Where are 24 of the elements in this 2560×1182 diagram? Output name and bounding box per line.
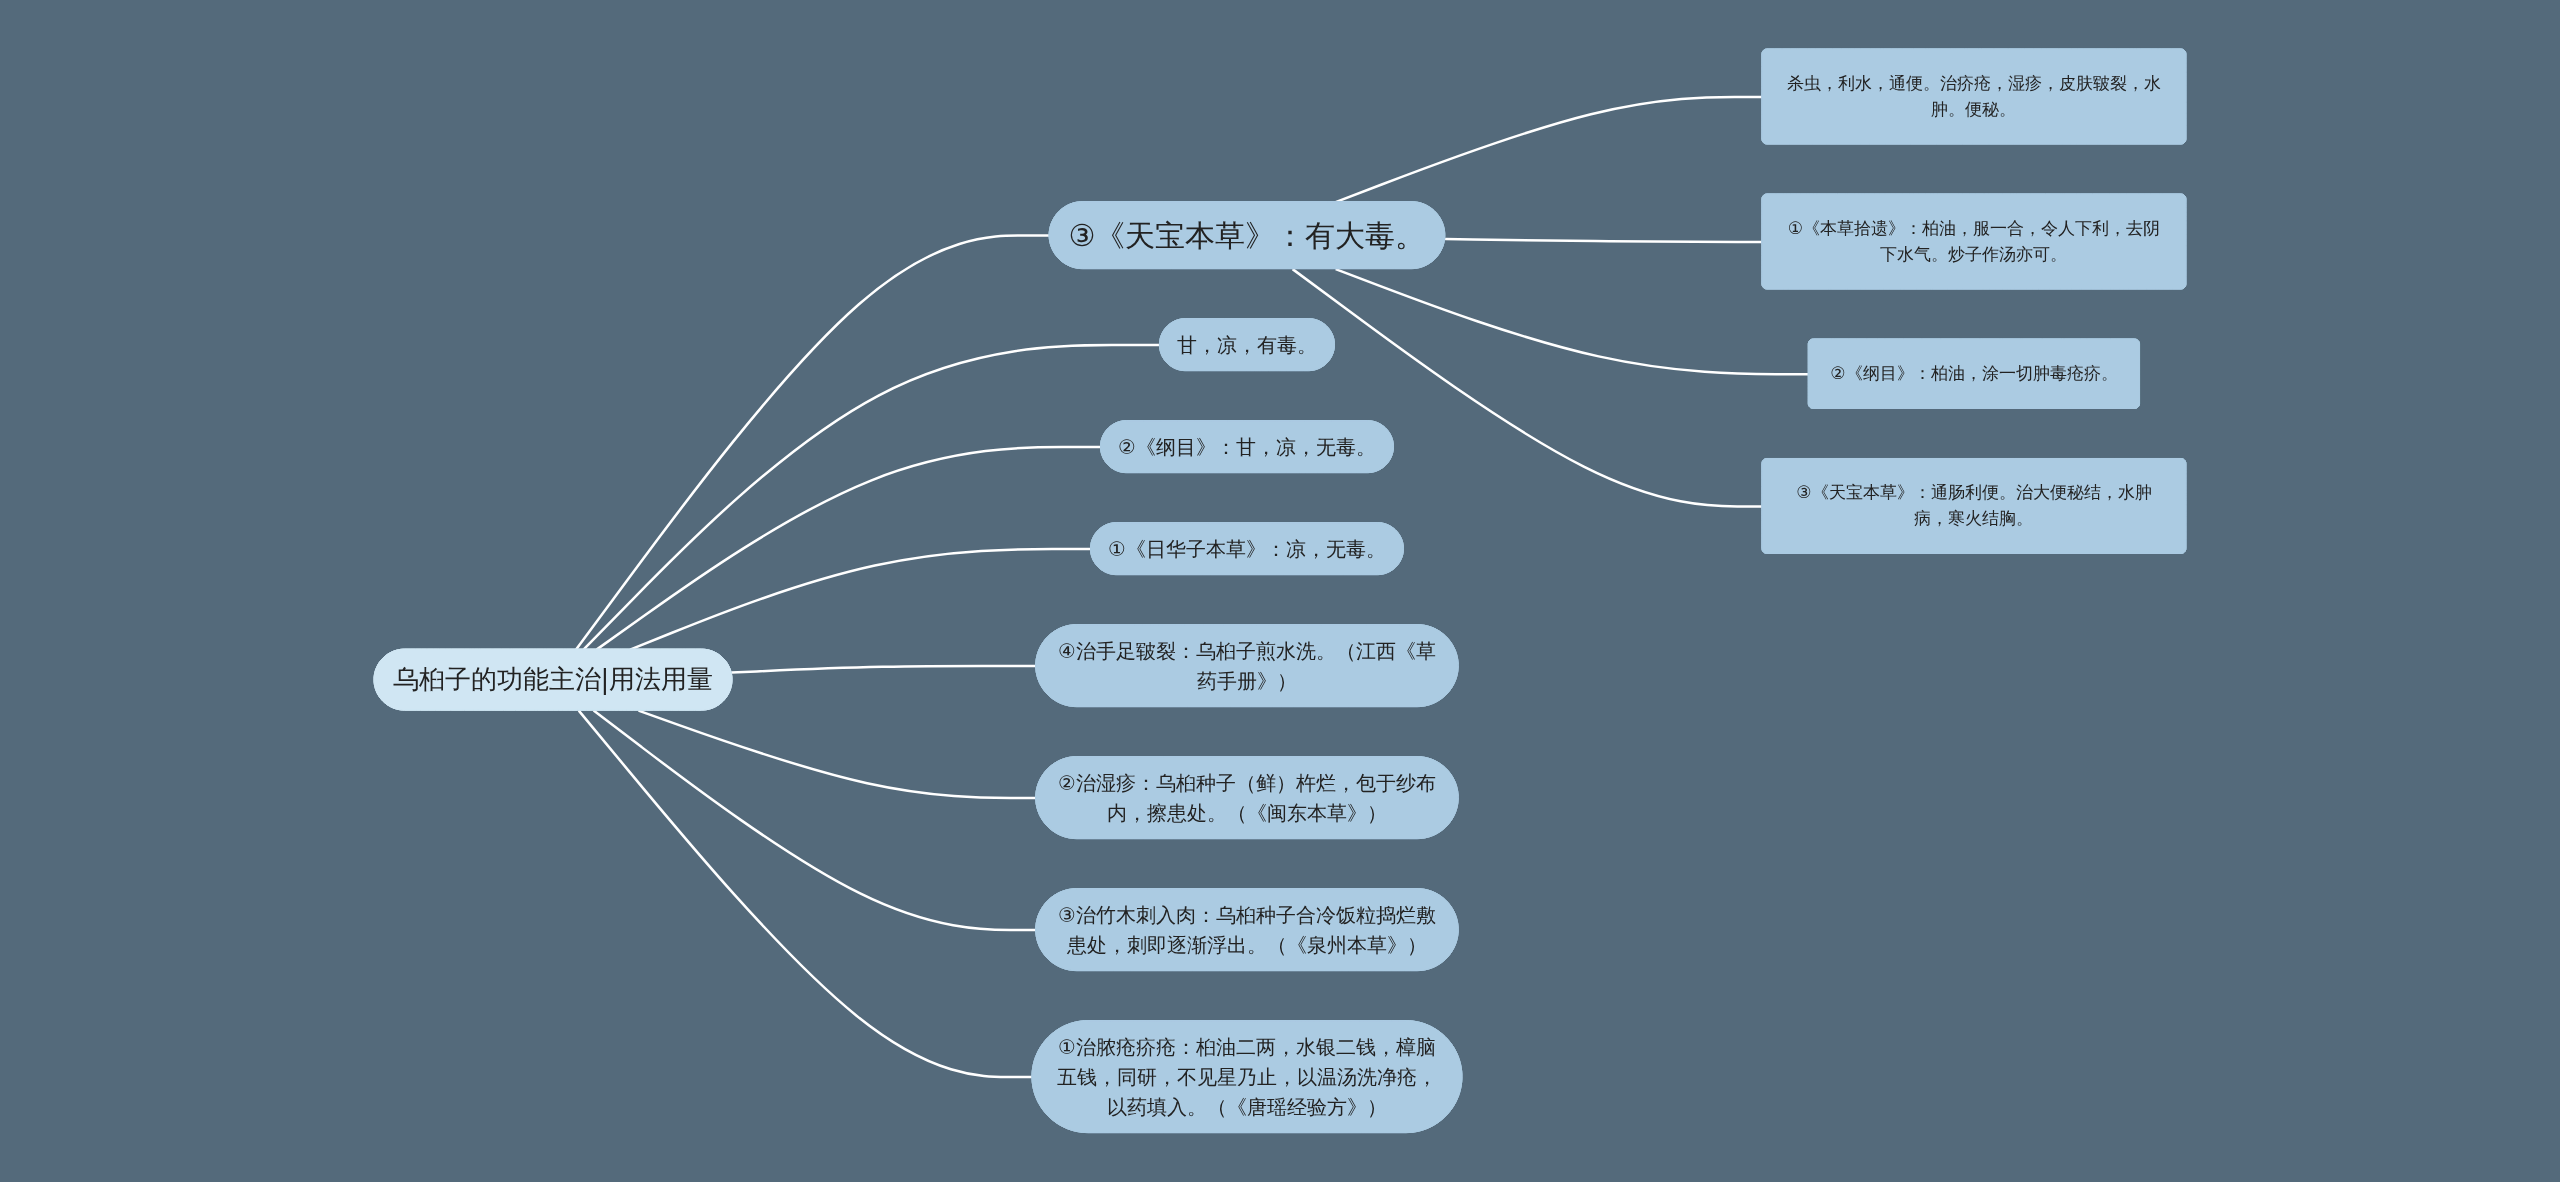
note-box: 杀虫，利水，通便。治疥疮，湿疹，皮肤皲裂，水肿。便秘。 [1761, 48, 2187, 145]
topic-node: ④治手足皲裂：乌桕子煎水洗。（江西《草药手册》） [1035, 624, 1459, 708]
topic-node: ②治湿疹：乌桕种子（鲜）杵烂，包于纱布内，擦患处。（《闽东本草》） [1035, 756, 1459, 840]
connector-line [731, 664, 1037, 674]
connector-line [1445, 238, 1763, 244]
connector-line [575, 234, 1050, 651]
topic-node: 甘，凉，有毒。 [1159, 318, 1335, 372]
topic-node: ③《天宝本草》：有大毒。 [1048, 201, 1446, 270]
connector-line [582, 344, 1160, 651]
connector-line [1291, 268, 1763, 508]
connector-line [592, 709, 1037, 932]
connector-line [1335, 268, 1809, 376]
central-topic: 乌桕子的功能主治|用法用量 [373, 648, 733, 711]
connector-line [629, 547, 1092, 651]
topic-node: ①《日华子本草》：凉，无毒。 [1090, 522, 1404, 576]
topic-node: ③治竹木刺入肉：乌桕种子合冷饭粒捣烂敷患处，刺即逐渐浮出。（《泉州本草》） [1035, 888, 1459, 972]
connector-line [577, 710, 1033, 1079]
topic-node: ①治脓疮疥疮：桕油二两，水银二钱，樟脑五钱，同研，不见星乃止，以温汤洗净疮，以药填入。（《唐瑶经验方》） [1031, 1020, 1463, 1134]
note-box: ①《本草拾遗》：柏油，服一合，令人下利，去阴下水气。炒子作汤亦可。 [1761, 193, 2187, 290]
note-box: ②《纲目》：柏油，涂一切肿毒疮疥。 [1807, 338, 2141, 410]
connector-line [595, 445, 1102, 651]
connector-line [638, 709, 1037, 800]
note-box: ③《天宝本草》：通肠利便。治大便秘结，水肿病，寒火结胸。 [1761, 458, 2187, 555]
topic-node: ②《纲目》：甘，凉，无毒。 [1100, 420, 1394, 474]
